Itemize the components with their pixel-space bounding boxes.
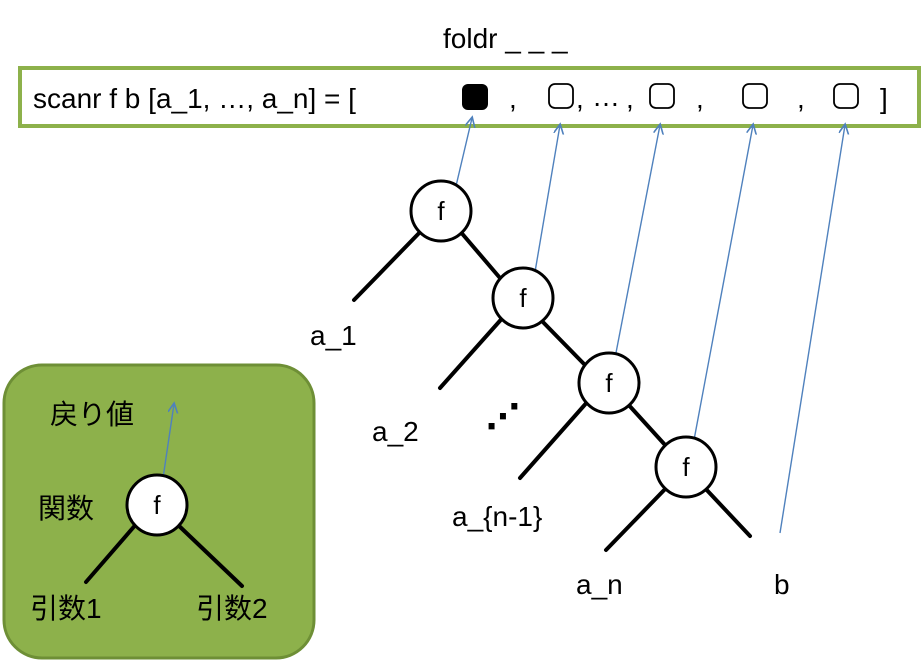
tree-edges [352,226,752,552]
leaf-a1: a_1 [310,320,357,351]
slot-ellipsis: … [592,81,620,112]
slot-separator-3: , [626,83,634,114]
result-slot-empty [649,83,675,109]
legend-node [125,473,189,537]
tree-node-label: f [682,452,690,482]
tree-node-f2: f [491,266,555,330]
tree-node-f4: f [654,435,718,499]
tree-node-f1: f [409,179,473,243]
result-arrows [455,118,845,534]
scanr-prefix: scanr f b [a_1, …, a_n] = [ [33,83,356,114]
leaf-a2: a_2 [372,416,419,447]
result-slot-empty [742,83,768,109]
slot-separator-1: , [509,83,517,114]
tree-node-label: f [519,283,527,313]
legend-panel: f 戻り値 関数 引数1 引数2 [2,363,316,660]
foldr-label: foldr _ _ _ [443,23,568,54]
tree-node-f3: f [577,351,641,415]
leaf-an: a_n [576,569,623,600]
tree-node-label: f [437,196,445,226]
slot-separator-2: , [576,83,584,114]
leaf-b: b [774,569,790,600]
slot-separator-5: , [797,83,805,114]
result-slot-filled [462,84,488,110]
result-slot-empty [833,83,859,109]
leaf-ellipsis: ⋰ [486,398,520,436]
legend-arg1: 引数1 [30,593,102,624]
result-slot-empty [548,83,574,109]
legend-return-value: 戻り値 [50,399,134,430]
legend-arg2: 引数2 [196,593,268,624]
legend-node-label: f [153,490,161,520]
leaf-an-1: a_{n-1} [452,501,542,532]
legend-function: 関数 [38,493,94,524]
scanr-close-bracket: ] [880,83,888,114]
tree-node-label: f [605,368,613,398]
slot-separator-4: , [696,83,704,114]
